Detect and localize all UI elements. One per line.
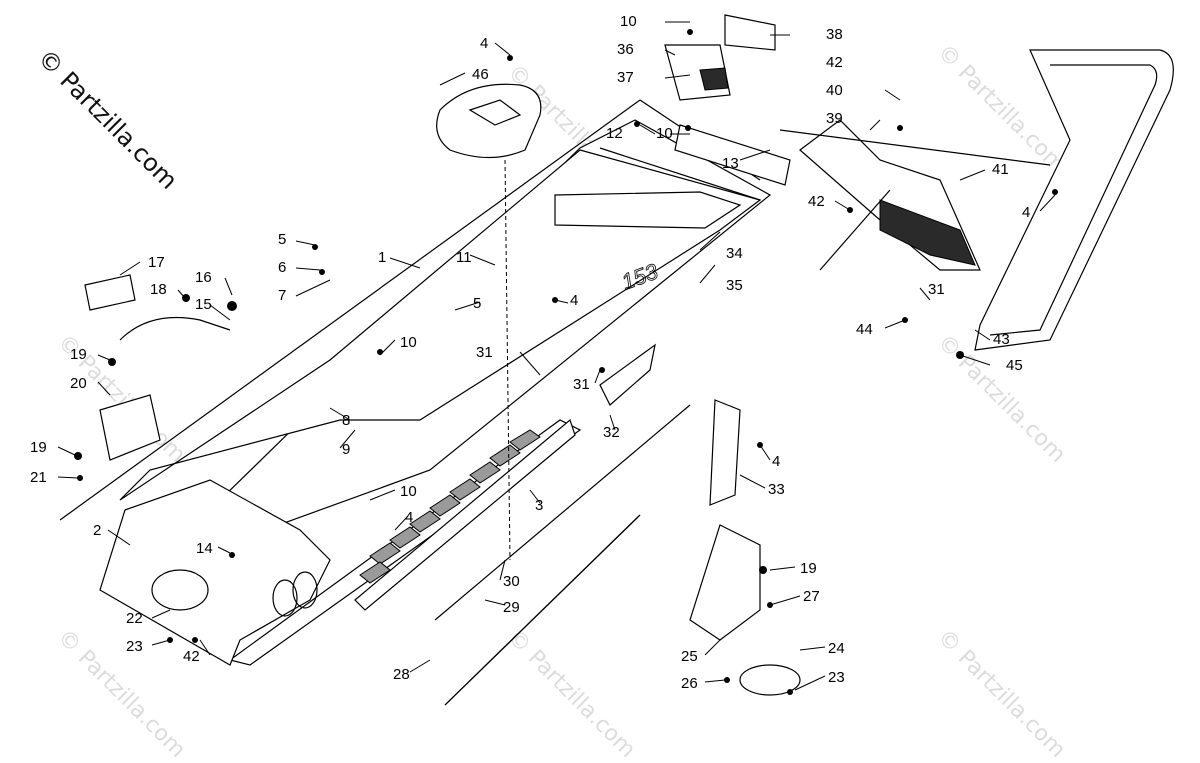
callout-14: 14	[196, 540, 213, 557]
callout-42: 42	[808, 193, 825, 210]
callout-22: 22	[126, 610, 143, 627]
callout-23: 23	[126, 638, 143, 655]
callout-34: 34	[726, 245, 743, 262]
callout-46: 46	[472, 66, 489, 83]
callout-38: 38	[826, 26, 843, 43]
callout-10: 10	[620, 13, 637, 30]
callout-4: 4	[570, 292, 578, 309]
callout-2: 2	[93, 522, 101, 539]
callout-8: 8	[342, 412, 350, 429]
rear-bracket[interactable]	[664, 14, 776, 101]
rail-ribs	[359, 429, 541, 584]
callout-7: 7	[278, 287, 286, 304]
callout-42: 42	[826, 54, 843, 71]
callout-32: 32	[603, 424, 620, 441]
callout-31: 31	[928, 281, 945, 298]
callout-31: 31	[476, 344, 493, 361]
callout-11: 11	[456, 249, 472, 266]
callout-35: 35	[726, 277, 743, 294]
callout-25: 25	[681, 648, 698, 665]
callout-21: 21	[30, 469, 47, 486]
callout-1: 1	[378, 249, 386, 266]
callout-4: 4	[1022, 204, 1030, 221]
callout-10: 10	[400, 334, 417, 351]
running-board-rods[interactable]	[434, 343, 741, 706]
callout-39: 39	[826, 110, 843, 127]
fasteners	[74, 29, 1058, 695]
callout-4: 4	[480, 35, 488, 52]
callout-5: 5	[278, 231, 286, 248]
callout-37: 37	[617, 69, 634, 86]
callout-23: 23	[828, 669, 845, 686]
callout-9: 9	[342, 441, 350, 458]
callout-15: 15	[195, 296, 212, 313]
callout-20: 20	[70, 375, 87, 392]
callout-27: 27	[803, 588, 820, 605]
rear-bumper[interactable]	[779, 49, 1174, 351]
callout-4: 4	[405, 509, 413, 526]
callout-4: 4	[772, 453, 780, 470]
callout-12: 12	[606, 125, 623, 142]
footrest-left[interactable]	[84, 274, 231, 611]
callout-5: 5	[473, 295, 481, 312]
callout-19: 19	[30, 439, 47, 456]
callout-28: 28	[393, 666, 410, 683]
leader-lines	[57, 21, 1056, 691]
callout-41: 41	[992, 161, 1009, 178]
callout-44: 44	[856, 321, 873, 338]
callout-10: 10	[400, 483, 417, 500]
callout-31: 31	[573, 376, 590, 393]
callout-10: 10	[656, 125, 673, 142]
callout-16: 16	[195, 269, 212, 286]
callout-labels: 1 2 3 4 4 4 4 4 5 5 6 7 8 9 10 10 10 10 …	[30, 13, 1030, 692]
callout-33: 33	[768, 481, 785, 498]
callout-19: 19	[70, 346, 87, 363]
tunnel-assembly[interactable]: 153	[59, 99, 791, 666]
callout-26: 26	[681, 675, 698, 692]
callout-17: 17	[148, 254, 165, 271]
callout-43: 43	[993, 331, 1010, 348]
callout-6: 6	[278, 259, 286, 276]
callout-19: 19	[800, 560, 817, 577]
callout-13: 13	[722, 155, 739, 172]
seat-part[interactable]	[436, 83, 542, 561]
callout-29: 29	[503, 599, 520, 616]
footrest-right[interactable]	[689, 524, 801, 696]
callout-36: 36	[617, 41, 634, 58]
callout-40: 40	[826, 82, 843, 99]
callout-45: 45	[1006, 357, 1023, 374]
callout-3: 3	[535, 497, 543, 514]
callout-24: 24	[828, 640, 845, 657]
callout-30: 30	[503, 573, 520, 590]
callout-18: 18	[150, 281, 167, 298]
callout-42: 42	[183, 648, 200, 665]
